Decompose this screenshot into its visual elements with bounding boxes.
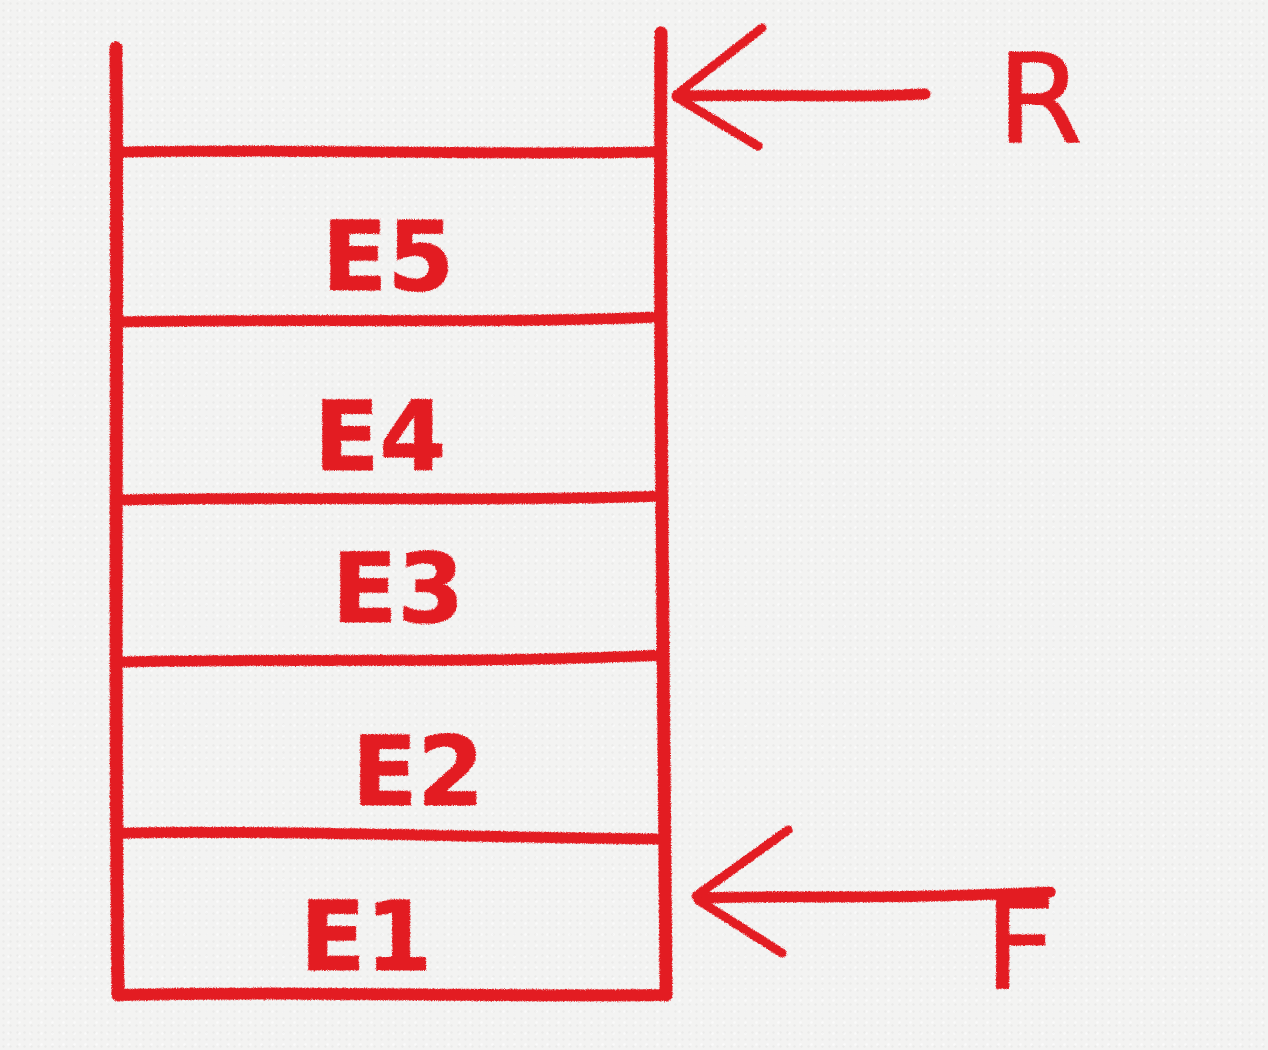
rear-pointer: R: [671, 23, 1084, 173]
left-wall: [109, 41, 125, 1002]
left-arrow-icon: [671, 23, 931, 151]
cell-label-e1: E1: [300, 881, 432, 993]
cell-label-e2: E2: [352, 716, 484, 828]
front-label: F: [984, 874, 1055, 1018]
cell-label-e3: E3: [332, 533, 464, 645]
cell-divider-1: [112, 311, 667, 328]
cell-label-e4: E4: [314, 381, 446, 493]
queue-container: [109, 26, 673, 1002]
queue-cells: E5 E4 E3 E2 E1: [299, 201, 484, 994]
cell-label-e5: E5: [322, 201, 454, 313]
right-wall: [654, 26, 673, 1002]
cell-divider-4: [116, 826, 671, 845]
top-cell-border: [116, 145, 663, 159]
cell-divider-3: [112, 649, 669, 668]
bottom-wall: [112, 987, 672, 1002]
cell-divider-2: [112, 490, 669, 506]
rear-label: R: [997, 28, 1083, 172]
left-arrow-icon: [691, 825, 1056, 958]
front-pointer: F: [691, 825, 1056, 1019]
